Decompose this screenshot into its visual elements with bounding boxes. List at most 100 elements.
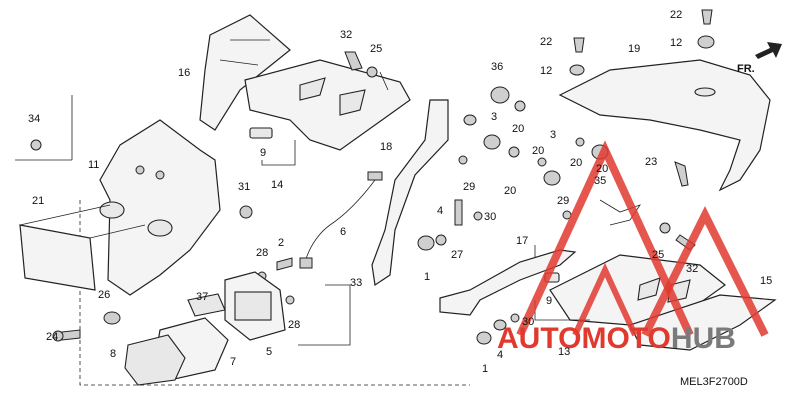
grommet-4: [435, 234, 447, 246]
callout-c32a: 32: [340, 29, 352, 41]
callout-c12b: 12: [670, 37, 682, 49]
callout-c22a: 22: [540, 36, 552, 48]
callout-c31: 31: [238, 181, 250, 193]
inner-fender-panel: [244, 59, 411, 151]
front-direction-arrow-icon: [755, 42, 782, 59]
grommet-12: [569, 64, 585, 76]
diagram-code: MEL3F2700D: [680, 376, 748, 388]
callout-c6: 6: [340, 226, 346, 238]
callout-c27: 27: [451, 249, 463, 261]
bolt-head-24: [52, 330, 64, 342]
bolt-32: [344, 51, 363, 71]
callout-c8: 8: [110, 348, 116, 360]
bracket-boss: [99, 201, 125, 219]
callout-c23: 23: [645, 156, 657, 168]
callout-c15: 15: [760, 275, 772, 287]
callout-c13: 13: [558, 346, 570, 358]
callout-c16: 16: [178, 67, 190, 79]
screw-29: [458, 155, 468, 165]
watermark-triangle-icon: [572, 262, 638, 337]
callout-c3a: 3: [491, 111, 497, 123]
cowl-hole: [694, 87, 716, 97]
washer-25: [659, 222, 671, 234]
bracket-27: [454, 199, 463, 226]
fender-slot: [637, 277, 661, 301]
panel-slot: [339, 89, 366, 116]
seat-cowl-19: [558, 59, 771, 192]
callout-c19: 19: [628, 43, 640, 55]
wire-harness: [304, 179, 376, 263]
watermark-triangle-icon: [516, 140, 694, 337]
callout-c4a: 4: [437, 205, 443, 217]
wire-connector: [367, 171, 383, 181]
panel-slot: [299, 77, 326, 101]
leader-21: [19, 204, 146, 239]
rubber-pad: [249, 127, 273, 139]
callout-c22b: 22: [670, 9, 682, 21]
leader-14: [261, 140, 296, 166]
callout-c29a: 29: [463, 181, 475, 193]
grommet: [463, 114, 477, 126]
screw-28: [285, 295, 295, 305]
cowl-detail: [219, 39, 270, 66]
collar-1: [476, 331, 492, 345]
callout-c1b: 1: [482, 363, 488, 375]
callout-c7: 7: [230, 356, 236, 368]
callout-c3b: 3: [550, 129, 556, 141]
grommet-12: [697, 35, 715, 49]
callout-c1a: 1: [424, 271, 430, 283]
callout-c12a: 12: [540, 65, 552, 77]
watermark-hub: HUB: [671, 322, 736, 355]
callout-c4b: 4: [497, 349, 503, 361]
callout-c20b: 20: [504, 185, 516, 197]
direction-label: FR.: [737, 63, 755, 75]
side-cowl-part: [199, 14, 291, 131]
bracket-boss: [147, 219, 173, 237]
nut-30: [473, 211, 483, 221]
screw-2: [276, 257, 293, 271]
license-bracket: [99, 119, 221, 296]
callout-c18: 18: [380, 141, 392, 153]
collar-20: [537, 157, 547, 167]
wire-connector: [299, 257, 313, 269]
callout-c29b: 29: [557, 195, 569, 207]
leader-33: [298, 284, 351, 346]
callout-c25a: 25: [370, 43, 382, 55]
grommet-36: [490, 86, 510, 104]
callout-c20d: 20: [570, 157, 582, 169]
callout-c26: 26: [98, 289, 110, 301]
seal-37: [187, 293, 226, 317]
grommet-4: [493, 319, 507, 331]
callout-c37: 37: [196, 291, 208, 303]
callout-c20e: 20: [596, 163, 608, 175]
callout-c24: 24: [46, 331, 58, 343]
bolt-22: [701, 9, 713, 25]
bolt-23: [674, 161, 689, 187]
washer-25: [366, 66, 378, 78]
bracket-hole: [135, 165, 145, 175]
leader: [379, 71, 389, 91]
license-plate-reflector: [19, 224, 96, 291]
bolt-22: [573, 37, 585, 53]
callout-c33: 33: [350, 277, 362, 289]
grommet-3: [483, 134, 501, 150]
bolt-24: [61, 329, 81, 341]
grommet-3: [543, 170, 561, 186]
callout-c30b: 30: [522, 316, 534, 328]
callout-c11: 11: [88, 159, 99, 171]
callout-c14: 14: [271, 179, 283, 191]
watermark-auto: AUTO: [497, 322, 581, 355]
watermark-text: AUTOMOTOHUB: [497, 322, 736, 355]
callout-c17: 17: [516, 235, 528, 247]
lens-cover-8: [124, 334, 186, 386]
callout-c9b: 9: [546, 295, 552, 307]
collar-20: [508, 146, 520, 158]
rear-stay: [599, 199, 641, 226]
nut-30: [510, 313, 520, 323]
undertray-15: [629, 294, 777, 351]
washer-34: [30, 139, 42, 151]
collar-20: [514, 100, 526, 112]
callout-c32b: 32: [686, 263, 698, 275]
